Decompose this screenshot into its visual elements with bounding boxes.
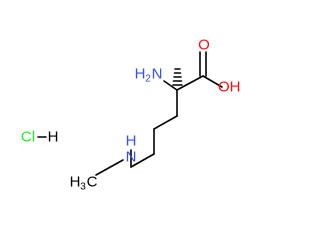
hydride-atom: H xyxy=(48,129,59,146)
bond-carboxyl-alpha xyxy=(176,75,204,91)
bond-delta-epsilon xyxy=(130,153,155,168)
amino-subscript: 2 xyxy=(145,74,151,85)
methyl-subscript: 3 xyxy=(80,182,86,193)
molecule-structure: O OH H 2 N N H H 3 C Cl H xyxy=(21,37,241,193)
bond-layer xyxy=(95,51,223,176)
methylamino-group: N H xyxy=(126,133,137,166)
atom-hydroxyl: OH xyxy=(218,79,241,96)
bond-beta-gamma xyxy=(153,115,178,130)
atom-carbonyl-oxygen: O xyxy=(198,37,210,54)
amino-nitrogen: N xyxy=(152,66,163,83)
hydrochloride: Cl H xyxy=(21,129,59,146)
methylamino-nitrogen: N xyxy=(126,149,137,166)
amino-group: H 2 N xyxy=(135,66,163,85)
bond-alpha-amino xyxy=(163,80,178,91)
chloride-atom: Cl xyxy=(21,129,35,146)
methyl-group: H 3 C xyxy=(70,174,98,193)
atom-labels: O OH H 2 N N H H 3 C Cl H xyxy=(21,37,241,193)
methylamino-hydrogen: H xyxy=(126,133,137,150)
methyl-hydrogen: H xyxy=(70,174,81,191)
bond-carbon-hydroxyl xyxy=(202,75,223,88)
stereo-hash-bond xyxy=(172,68,183,86)
amino-hydrogen: H xyxy=(135,66,146,83)
bond-n-methyl xyxy=(95,159,124,176)
methyl-carbon: C xyxy=(87,174,98,191)
